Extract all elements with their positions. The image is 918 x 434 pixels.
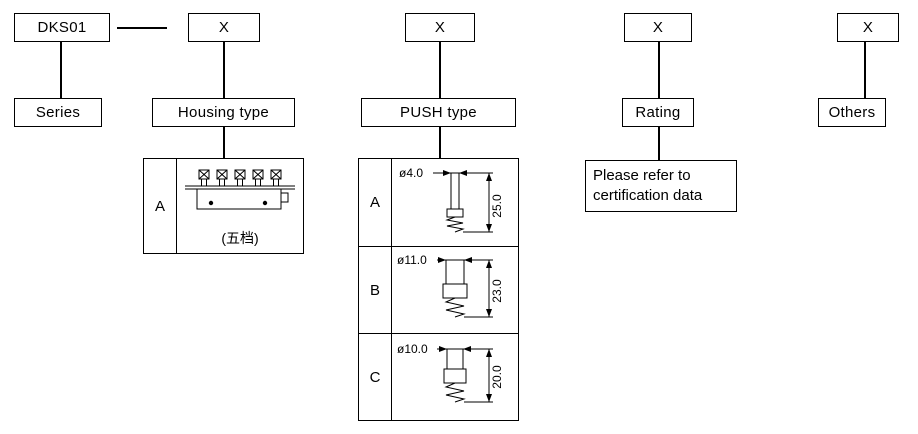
push-option-key: C: [359, 334, 392, 420]
code-box-series: DKS01: [14, 13, 110, 42]
push-option-row-c: C ø10.0 20.0: [359, 333, 518, 420]
push-option-cell: ø10.0 20.0: [392, 334, 518, 420]
diameter-label: ø10.0: [397, 342, 428, 356]
rating-note: Please refer to certification data: [585, 160, 737, 212]
length-label: 23.0: [490, 279, 504, 303]
label-box-rating: Rating: [622, 98, 694, 127]
connector-others: [864, 42, 866, 98]
label-box-push: PUSH type: [361, 98, 516, 127]
length-label: 25.0: [490, 193, 504, 217]
code-box-push: X: [405, 13, 475, 42]
housing-option-key: A: [144, 159, 177, 253]
push-button-drawing-b: ø11.0 23.0: [397, 253, 504, 318]
connector-housing: [223, 42, 225, 98]
diameter-label: ø4.0: [399, 166, 423, 180]
push-option-key: B: [359, 247, 392, 333]
connector-rating-note: [658, 127, 660, 160]
length-label: 20.0: [490, 365, 504, 389]
code-box-others: X: [837, 13, 899, 42]
push-button-drawing-c: ø10.0 20.0: [397, 342, 504, 403]
connector-push-table: [439, 127, 441, 158]
label-box-housing: Housing type: [152, 98, 295, 127]
connector-housing-table: [223, 127, 225, 158]
housing-option-cell: (五档): [177, 159, 303, 253]
connector-push: [439, 42, 441, 98]
diameter-label: ø11.0: [397, 253, 427, 267]
housing-option-table: A: [143, 158, 304, 254]
push-option-key: A: [359, 159, 392, 246]
housing-option-caption: (五档): [221, 229, 259, 246]
push-option-row-a: A ø4.0 25.0: [359, 159, 518, 246]
label-box-series: Series: [14, 98, 102, 127]
push-option-cell: ø4.0 25.0: [392, 159, 518, 246]
code-box-housing: X: [188, 13, 260, 42]
push-option-cell: ø11.0 23.0: [392, 247, 518, 333]
series-dash-line: [117, 27, 167, 29]
label-box-others: Others: [818, 98, 886, 127]
connector-rating: [658, 42, 660, 98]
push-option-table: A ø4.0 25.0: [358, 158, 519, 421]
connector-series: [60, 42, 62, 98]
push-option-row-b: B ø11.0 23.0: [359, 246, 518, 333]
push-button-drawing-a: ø4.0 25.0: [399, 166, 504, 232]
slide-switch-drawing: [185, 169, 295, 209]
code-box-rating: X: [624, 13, 692, 42]
